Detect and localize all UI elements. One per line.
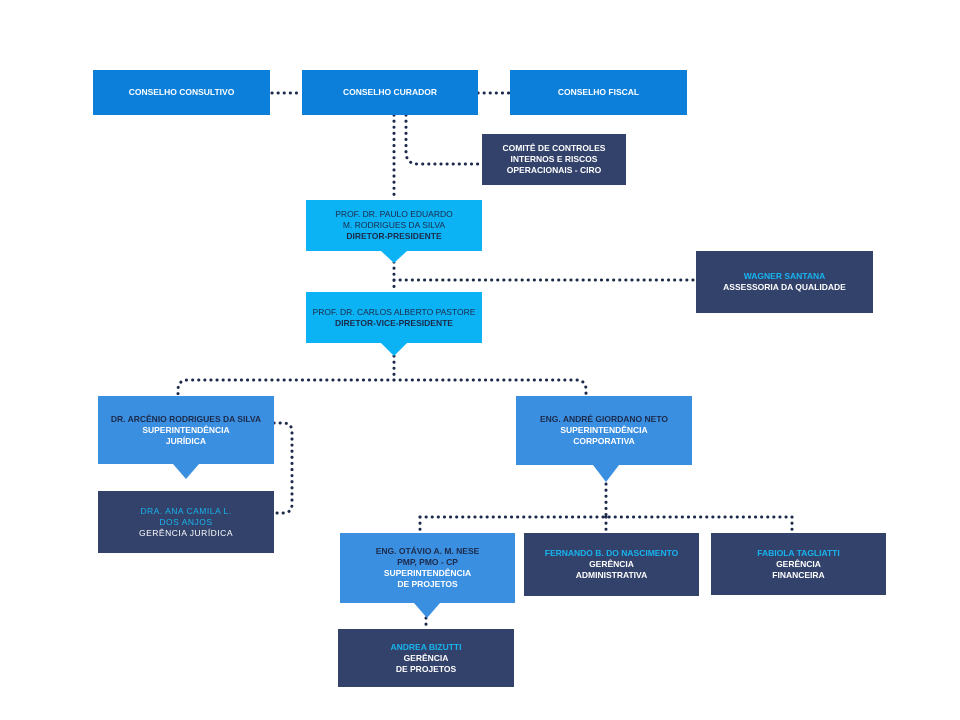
ger-administrativa-box: FERNANDO B. DO NASCIMENTO GERÊNCIA ADMIN… — [524, 533, 699, 596]
diretor-presidente-name2: M. RODRIGUES DA SILVA — [342, 220, 446, 230]
ger-projetos-name: ANDREA BIZUTTI — [390, 641, 462, 652]
sup-projetos-pointer — [414, 603, 440, 618]
ger-juridica-name2: DOS ANJOS — [159, 516, 213, 527]
sup-projetos-role2: DE PROJETOS — [397, 579, 458, 589]
ger-projetos-box: ANDREA BIZUTTI GERÊNCIA DE PROJETOS — [338, 629, 514, 687]
ger-financeira-name: FABIOLA TAGLIATTI — [757, 547, 840, 558]
sup-corporativa-name: ENG. ANDRÉ GIORDANO NETO — [540, 414, 668, 424]
ger-administrativa-name: FERNANDO B. DO NASCIMENTO — [544, 548, 679, 558]
sup-juridica-pointer — [173, 464, 199, 479]
diretor-presidente-box: PROF. DR. PAULO EDUARDO M. RODRIGUES DA … — [306, 200, 482, 251]
sup-juridica-role2: JURÍDICA — [165, 435, 207, 446]
ger-projetos-role2: DE PROJETOS — [395, 663, 457, 674]
comite-line2: INTERNOS E RISCOS — [510, 154, 598, 164]
connector-branch-juridica — [176, 378, 396, 398]
sup-corporativa-pointer — [593, 465, 619, 482]
vice-presidente-box: PROF. DR. CARLOS ALBERTO PASTORE DIRETOR… — [306, 292, 482, 343]
sup-juridica-role1: SUPERINTENDÊNCIA — [142, 424, 230, 435]
sup-corporativa-role1: SUPERINTENDÊNCIA — [560, 425, 648, 435]
conselho-consultivo-title: CONSELHO CONSULTIVO — [128, 87, 235, 97]
ger-financeira-role2: FINANCEIRA — [772, 569, 825, 580]
sup-projetos-name2: PMP, PMO - CP — [397, 557, 458, 567]
conselho-curador-title: CONSELHO CURADOR — [343, 87, 437, 97]
sup-projetos-role1: SUPERINTENDÊNCIA — [383, 568, 472, 578]
sup-juridica-box: DR. ARCÊNIO RODRIGUES DA SILVA SUPERINTE… — [98, 396, 274, 464]
sup-corporativa-box: ENG. ANDRÉ GIORDANO NETO SUPERINTENDÊNCI… — [516, 396, 692, 465]
connector-curador-comite — [404, 113, 484, 166]
ger-juridica-box: DRA. ANA CAMILA L. DOS ANJOS GERÊNCIA JU… — [98, 491, 274, 553]
comite-line3: OPERACIONAIS - CIRO — [506, 165, 602, 175]
diretor-presidente-name1: PROF. DR. PAULO EDUARDO — [335, 209, 453, 219]
ger-juridica-name1: DRA. ANA CAMILA L. — [140, 505, 232, 516]
sup-projetos-name1: ENG. OTÁVIO A. M. NESE — [375, 546, 480, 556]
qualidade-box: WAGNER SANTANA ASSESSORIA DA QUALIDADE — [696, 251, 873, 313]
conselho-curador-box: CONSELHO CURADOR — [302, 70, 478, 115]
ger-financeira-box: FABIOLA TAGLIATTI GERÊNCIA FINANCEIRA — [711, 533, 886, 595]
conselho-fiscal-box: CONSELHO FISCAL — [510, 70, 687, 115]
connector-branch-corporativa — [392, 378, 588, 398]
qualidade-name: WAGNER SANTANA — [743, 271, 826, 281]
conselho-consultivo-box: CONSELHO CONSULTIVO — [93, 70, 270, 115]
sup-corporativa-role2: CORPORATIVA — [573, 436, 635, 446]
conselho-fiscal-title: CONSELHO FISCAL — [557, 87, 640, 97]
ger-financeira-role1: GERÊNCIA — [776, 558, 821, 569]
ger-administrativa-role1: GERÊNCIA — [589, 559, 634, 569]
connector-juridica-gerencia — [272, 421, 294, 515]
qualidade-role: ASSESSORIA DA QUALIDADE — [723, 282, 846, 292]
sup-projetos-box: ENG. OTÁVIO A. M. NESE PMP, PMO - CP SUP… — [340, 533, 515, 603]
ger-projetos-role1: GERÊNCIA — [403, 652, 449, 663]
diretor-presidente-role: DIRETOR-PRESIDENTE — [346, 231, 442, 241]
diretor-presidente-pointer — [381, 251, 407, 263]
vice-presidente-role: DIRETOR-VICE-PRESIDENTE — [335, 317, 453, 328]
ger-administrativa-role2: ADMINISTRATIVA — [575, 570, 648, 580]
vice-presidente-name: PROF. DR. CARLOS ALBERTO PASTORE — [312, 306, 476, 317]
sup-juridica-name: DR. ARCÊNIO RODRIGUES DA SILVA — [110, 413, 262, 424]
comite-line1: COMITÊ DE CONTROLES — [502, 143, 606, 153]
ger-juridica-role: GERÊNCIA JURÍDICA — [139, 527, 233, 538]
vice-presidente-pointer — [381, 343, 407, 356]
comite-box: COMITÊ DE CONTROLES INTERNOS E RISCOS OP… — [482, 134, 626, 185]
